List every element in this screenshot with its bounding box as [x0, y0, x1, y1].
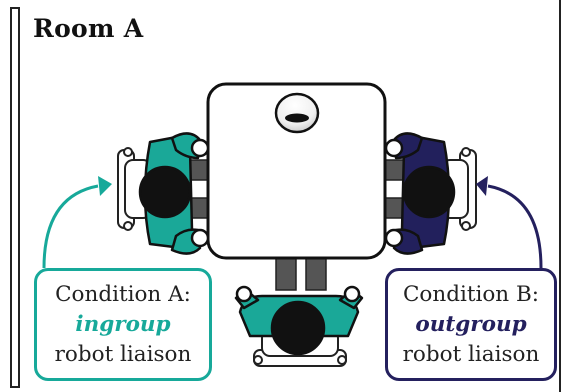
condition-b-label: Condition B:: [402, 281, 540, 307]
condition-a-role: robot liaison: [54, 341, 192, 367]
arrow-condition-a: [42, 176, 112, 269]
condition-a-group: ingroup: [75, 311, 171, 337]
condition-b-role: robot liaison: [402, 341, 540, 367]
condition-a-label: Condition A:: [55, 281, 191, 307]
right-person: [384, 132, 456, 255]
condition-a-box: Condition A: ingroup robot liaison: [34, 268, 212, 381]
left-person: [138, 132, 210, 255]
condition-b-box: Condition B: outgroup robot liaison: [385, 268, 557, 381]
bottom-person: [234, 285, 364, 356]
arrow-condition-b: [476, 176, 543, 269]
table: [206, 82, 387, 260]
robot-dome: [274, 92, 320, 134]
condition-b-group: outgroup: [415, 311, 527, 337]
left-wall: [10, 7, 20, 388]
room-title: Room A: [33, 14, 144, 43]
